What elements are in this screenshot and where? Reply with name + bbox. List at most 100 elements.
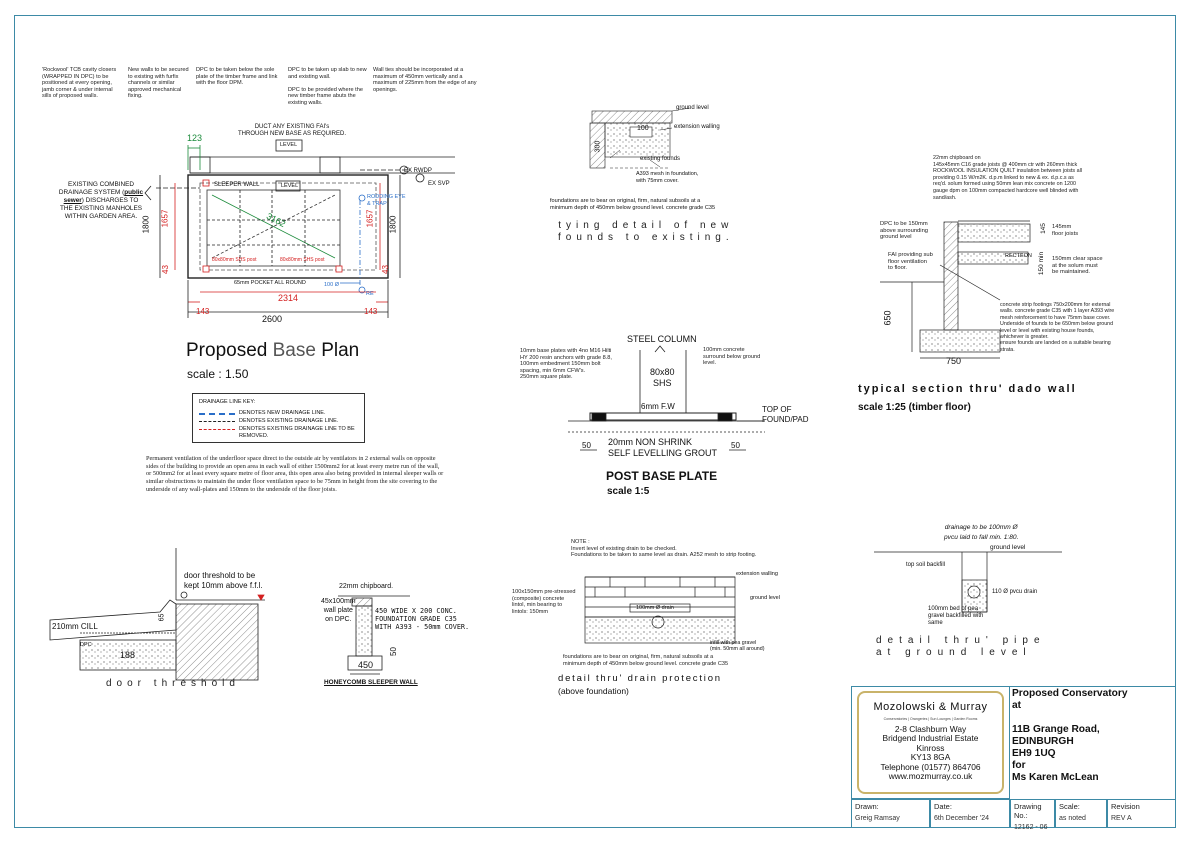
plan-re-label: RE [366, 291, 374, 297]
drain-protection-drawing [584, 576, 736, 644]
baseplate-grout: 20mm NON SHRINK SELF LEVELLING GROUT [608, 437, 718, 458]
drain-prot-infill: infill with pea gravel (min. 50mm all ar… [710, 640, 765, 653]
plan-dim-143-left: 143 [196, 307, 210, 316]
dado-dim-750: 750 [946, 356, 962, 366]
door-dim-65: 65 [158, 613, 166, 622]
baseplate-title: POST BASE PLATE [606, 469, 718, 483]
drain-prot-lintol: 100x150mm pre-stressed (composite) concr… [512, 589, 576, 615]
pipe-detail-title: detail thru' pipe at ground level [876, 635, 1046, 658]
plan-level-label-2: LEVEL [281, 183, 299, 189]
date-value: 6th December '24 [934, 815, 990, 822]
key-line-existing [199, 421, 235, 422]
date-label: Date: [934, 802, 952, 811]
door-cill-label: 210mm CILL [52, 622, 98, 631]
dado-dim-145: 145 [1039, 223, 1047, 234]
tying-extension-walling: extension walling [674, 124, 720, 130]
tying-detail-title: tying detail of new founds to existing. [558, 220, 734, 243]
plan-drainage-note-c: ) DISCHARGES TO THE EXISTING MANHOLES WI… [59, 197, 143, 220]
drain-prot-ext-walling: extension walling [736, 571, 778, 577]
drawing-no-label: Drawing No.: [1014, 802, 1042, 820]
scale-cell: Scale:as noted [1055, 799, 1107, 828]
dado-title: typical section thru' dado wall [858, 383, 1077, 395]
brand-box: Mozolowski & Murray Conservatories | Ora… [857, 691, 1004, 794]
baseplate-steel-column: STEEL COLUMN [627, 334, 697, 344]
drainage-key-title: DRAINAGE LINE KEY: [199, 399, 256, 405]
door-dim-188: 188 [120, 650, 136, 660]
revision-label: Revision [1111, 802, 1140, 811]
ventilation-note: Permanent ventilation of the underfloor … [146, 455, 444, 493]
company-panel [851, 686, 1010, 799]
drawing-no-cell: Drawing No.:12162 - 06 [1010, 799, 1055, 831]
key-label-removed: DENOTES EXISTING DRAINAGE LINE TO BE REM… [239, 426, 355, 439]
date-cell: Date: 6th December '24 [930, 799, 1010, 828]
key-label-new: DENOTES NEW DRAINAGE LINE. [239, 410, 326, 416]
tying-mesh-note: A393 mesh in foundation, with 75mm cover… [636, 171, 699, 184]
plan-drainage-note: EXISTING COMBINED DRAINAGE SYSTEM (publi… [52, 181, 150, 221]
drawn-value: Greig Ramsay [855, 815, 900, 822]
company-address: 2-8 Clashburn Way Bridgend Industrial Es… [880, 724, 981, 782]
plan-dim-1800-right: 1800 [388, 215, 398, 234]
plan-title-c: Plan [315, 340, 360, 361]
baseplate-left-note: 10mm base plates with 4no M16 Hilti HY 2… [520, 348, 612, 381]
pipe-topsoil: top soil backfill [906, 562, 946, 568]
tying-detail-drawing [589, 107, 691, 169]
drain-prot-subtitle: (above foundation) [558, 686, 629, 696]
drainage-key-box: DRAINAGE LINE KEY: DENOTES NEW DRAINAGE … [192, 393, 365, 443]
plan-title-a: Proposed [186, 340, 273, 361]
door-threshold-note: door threshold to be kept 10mm above f.f… [184, 571, 263, 590]
sheet-border [14, 15, 1176, 828]
plan-ex-svp: EX SVP [428, 181, 450, 187]
baseplate-shs: 80x80 SHS [650, 367, 675, 388]
plan-shs-post-left: 80x80mm SHS post [212, 257, 257, 263]
plan-dim-143-right: 143 [364, 307, 378, 316]
dado-clear-note: 150mm clear space at the solum must be m… [1052, 256, 1103, 276]
plan-drainage-note-a: EXISTING COMBINED DRAINAGE SYSTEM ( [58, 181, 135, 196]
sleeper-wall-plate: 45x100mm wall plate on DPC. [321, 598, 356, 623]
drain-prot-ground: ground level [750, 595, 780, 601]
post-base-plate-drawing [568, 345, 765, 451]
drain-prot-note: NOTE : Invert level of existing drain to… [571, 539, 757, 559]
plan-title: Proposed Base Plan [186, 340, 359, 362]
company-name: Mozolowski & Murray [873, 701, 988, 713]
plan-dim-1657-left: 1657 [160, 209, 170, 228]
baseplate-dim-50-left: 50 [582, 441, 591, 450]
revision-value: REV A [1111, 815, 1132, 822]
plan-pipe-size: 100 Ø [324, 282, 339, 288]
dado-fai-note: FAI providing sub floor ventilation to f… [888, 252, 933, 272]
drawn-cell: Drawn: Greig Ramsay [851, 799, 930, 828]
plan-rodding-eye: RODDING EYE & TRAP [367, 194, 406, 207]
drain-prot-drain: 100mm Ø drain [636, 605, 674, 611]
key-line-removed [199, 429, 235, 430]
plan-dim-2314: 2314 [278, 293, 299, 303]
pipe-bed-note: 100mm bed of pea gravel backfilled with … [928, 606, 984, 626]
tying-existing-founds: existing founds [640, 156, 681, 162]
tying-ground-level: ground level [676, 105, 709, 111]
door-threshold-title: door threshold [106, 678, 240, 689]
door-threshold-drawing [49, 548, 265, 681]
plan-dim-123: 123 [187, 133, 203, 143]
note-new-walls: New walls to be secured to existing with… [128, 67, 189, 100]
key-label-existing: DENOTES EXISTING DRAINAGE LINE. [239, 418, 339, 424]
tying-dim-100: 100 [637, 125, 649, 132]
note-wall-ties: Wall ties should be incorporated at a ma… [373, 67, 477, 93]
tying-found-note: foundations are to bear on original, fir… [550, 198, 716, 211]
drawn-label: Drawn: [855, 802, 879, 811]
plan-dim-43-right: 43 [380, 265, 390, 274]
tying-dim-300: 300 [594, 140, 602, 153]
pipe-pvcu: 110 Ø pvcu drain [992, 589, 1038, 595]
baseplate-right-note: 100mm concrete surround below ground lev… [703, 347, 761, 367]
drain-prot-found: foundations are to bear on original, fir… [563, 654, 729, 667]
scale-label: Scale: [1059, 802, 1080, 811]
note-cavity-closers: 'Rockwool' TCB cavity closers (WRAPPED I… [42, 67, 117, 100]
dado-spec-note: 22mm chipboard on 145x45mm C16 grade joi… [933, 155, 1082, 201]
plan-dim-2600: 2600 [262, 314, 283, 324]
dado-joists-note: 145mm floor joists [1052, 224, 1079, 237]
plan-sleeper-wall: SLEEPER WALL [214, 182, 260, 188]
sleeper-foundation-note: 450 WIDE X 200 CONC. FOUNDATION GRADE C3… [375, 607, 470, 631]
note-dpc-slab: DPC to be taken up slab to new and exist… [288, 67, 367, 106]
key-line-new [199, 413, 235, 415]
baseplate-dim-50-right: 50 [731, 441, 740, 450]
dado-dim-150min: 150 min [1038, 251, 1046, 276]
door-dpc: DPC [80, 642, 92, 648]
